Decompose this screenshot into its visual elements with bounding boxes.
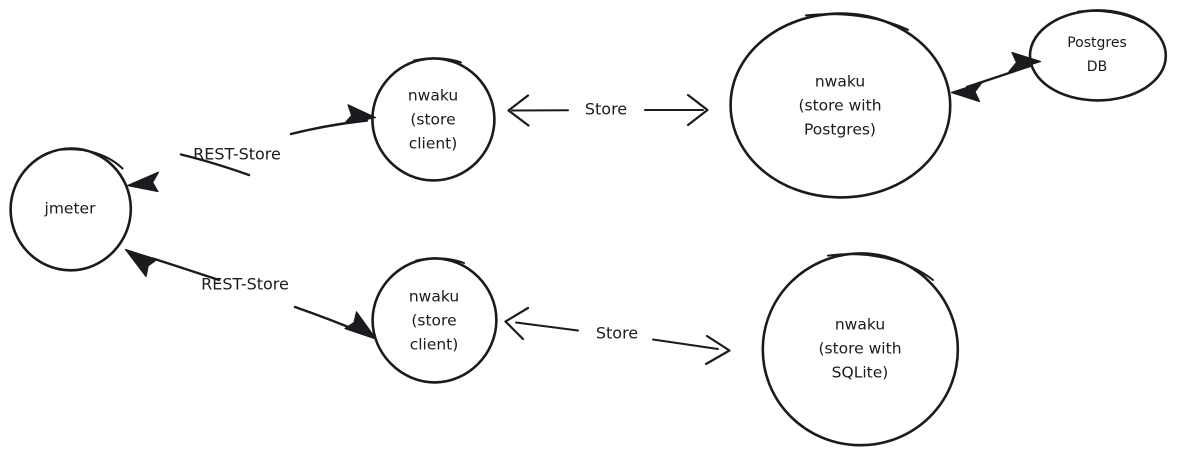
edge-store-top-arrowhead-left bbox=[507, 94, 530, 127]
nwaku-client-top-sketch-overlap bbox=[413, 57, 462, 64]
edge-postgres-node-to-postgres-db[interactable] bbox=[950, 51, 1042, 103]
node-nwaku-store-postgres[interactable]: nwaku (store with Postgres) bbox=[729, 12, 952, 199]
nwaku-client-top-circle bbox=[371, 57, 496, 182]
edge-store-bottom-segment-right bbox=[652, 338, 719, 350]
nwaku-postgres-line3: Postgres) bbox=[804, 121, 876, 139]
nwaku-sqlite-line3: SQLite) bbox=[832, 364, 889, 382]
edge-rest-store-top-arrowhead-right bbox=[343, 104, 377, 125]
edge-rest-store-top-segment-right bbox=[289, 119, 369, 136]
nwaku-client-bottom-line1: nwaku bbox=[409, 288, 459, 306]
nwaku-client-top-line3: client) bbox=[409, 135, 458, 153]
postgres-db-sketch-overlap bbox=[1077, 9, 1143, 23]
edge-client-bottom-to-sqlite-node[interactable]: Store bbox=[504, 306, 731, 366]
nwaku-client-bottom-sketch-overlap bbox=[415, 257, 465, 264]
edge-postgres-db-arrowhead-right bbox=[1008, 51, 1042, 73]
edge-client-top-to-postgres-node[interactable]: Store bbox=[507, 93, 709, 127]
edge-rest-store-bottom-arrowhead-right bbox=[344, 311, 377, 340]
jmeter-label: jmeter bbox=[44, 200, 97, 218]
edge-store-bottom-arrowhead-right bbox=[704, 334, 731, 366]
edge-rest-store-bottom-label: REST-Store bbox=[201, 275, 289, 294]
edge-store-top-arrowhead-right bbox=[686, 93, 709, 127]
nwaku-sqlite-circle bbox=[761, 252, 960, 447]
edge-jmeter-to-client-bottom[interactable]: REST-Store bbox=[124, 248, 377, 340]
edge-store-bottom-arrowhead-left bbox=[504, 306, 530, 341]
edge-rest-store-bottom-arrowhead-left bbox=[124, 248, 158, 278]
nwaku-sqlite-line2: (store with bbox=[818, 340, 901, 358]
jmeter-circle-sketch-overlap bbox=[61, 148, 124, 170]
edge-store-bottom-segment-left bbox=[515, 321, 579, 332]
jmeter-circle bbox=[9, 147, 133, 272]
nwaku-postgres-ellipse bbox=[729, 12, 952, 199]
nwaku-postgres-line1: nwaku bbox=[815, 73, 865, 91]
node-jmeter[interactable]: jmeter bbox=[9, 147, 133, 272]
node-postgres-db[interactable]: Postgres DB bbox=[1028, 9, 1168, 102]
postgres-db-ellipse bbox=[1028, 9, 1168, 102]
edge-jmeter-to-client-top[interactable]: REST-Store bbox=[126, 104, 377, 193]
nwaku-client-bottom-circle bbox=[371, 257, 498, 384]
nwaku-client-bottom-line3: client) bbox=[410, 336, 459, 354]
nwaku-sqlite-line1: nwaku bbox=[835, 316, 885, 334]
nwaku-client-top-line2: (store bbox=[410, 111, 455, 129]
nwaku-postgres-line2: (store with bbox=[798, 97, 881, 115]
node-nwaku-store-sqlite[interactable]: nwaku (store with SQLite) bbox=[761, 252, 960, 447]
nwaku-client-bottom-line2: (store bbox=[411, 312, 456, 330]
nwaku-postgres-sketch-overlap bbox=[805, 13, 909, 31]
edge-store-bottom-label: Store bbox=[596, 324, 638, 343]
edge-postgres-db-arrowhead-left bbox=[950, 81, 983, 103]
edge-rest-store-bottom-segment-left bbox=[151, 257, 221, 282]
edge-rest-store-top-arrowhead-left bbox=[126, 171, 160, 193]
postgres-db-line1: Postgres bbox=[1067, 35, 1127, 51]
edge-store-top-label: Store bbox=[585, 100, 627, 119]
nwaku-sqlite-sketch-overlap bbox=[827, 253, 934, 281]
edge-rest-store-top-segment-left bbox=[179, 153, 251, 177]
node-nwaku-store-client-bottom[interactable]: nwaku (store client) bbox=[371, 257, 498, 384]
edge-rest-store-top-label: REST-Store bbox=[193, 145, 281, 164]
postgres-db-line2: DB bbox=[1087, 59, 1107, 75]
node-nwaku-store-client-top[interactable]: nwaku (store client) bbox=[371, 57, 496, 182]
nwaku-client-top-line1: nwaku bbox=[408, 87, 458, 105]
